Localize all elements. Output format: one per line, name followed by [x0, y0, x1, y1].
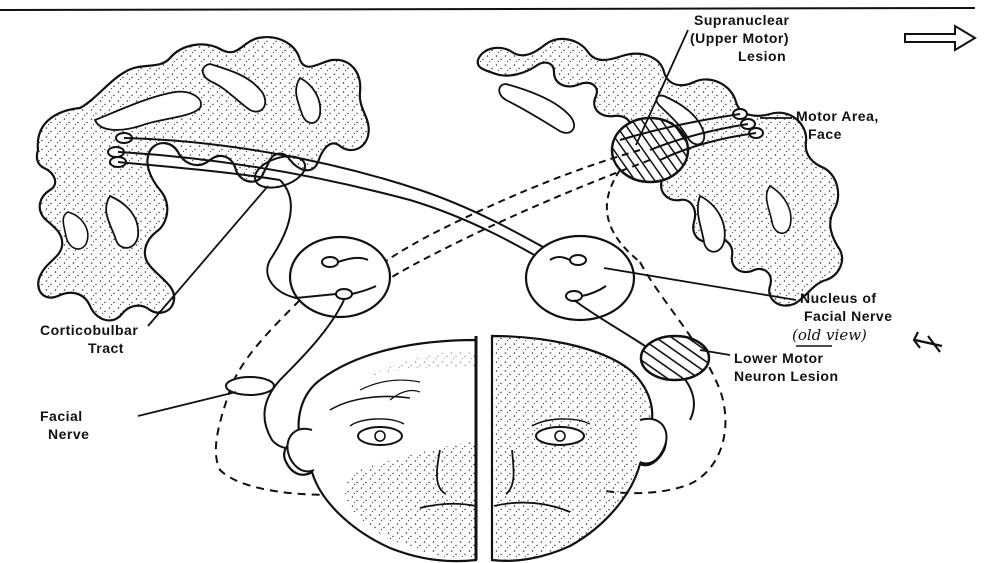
top-border-line: [0, 8, 975, 10]
supranuclear-label-line3: Lesion: [738, 48, 786, 65]
corticobulbar-label-line2: Tract: [88, 340, 124, 357]
nucleus-label-line2: Facial Nerve: [804, 308, 893, 325]
hand-drawn-arrow-icon: [914, 332, 942, 352]
left-brainstem-oval: [290, 237, 390, 317]
right-brainstem-oval: [526, 236, 634, 320]
lower-motor-neuron-lesion: [641, 336, 709, 380]
motor-area-label-line2: Face: [808, 126, 842, 143]
face-left-half: [284, 340, 476, 561]
facial-nerve-label-line2: Nerve: [48, 426, 89, 443]
lower-motor-label-line2: Neuron Lesion: [734, 368, 839, 385]
face-right-half: [492, 336, 667, 561]
motor-area-label-line1: Motor Area,: [796, 108, 879, 125]
nucleus-handwritten-note: (old view): [792, 326, 867, 344]
corticobulbar-label-line1: Corticobulbar: [40, 322, 138, 339]
nucleus-label-line1: Nucleus of: [800, 290, 877, 307]
hollow-right-arrow-icon: [905, 26, 975, 50]
facial-nerve-label-line1: Facial: [40, 408, 83, 425]
supranuclear-label-line1: Supranuclear: [694, 12, 789, 29]
lower-motor-label-line1: Lower Motor: [734, 350, 824, 367]
supranuclear-label-line2: (Upper Motor): [690, 30, 789, 47]
